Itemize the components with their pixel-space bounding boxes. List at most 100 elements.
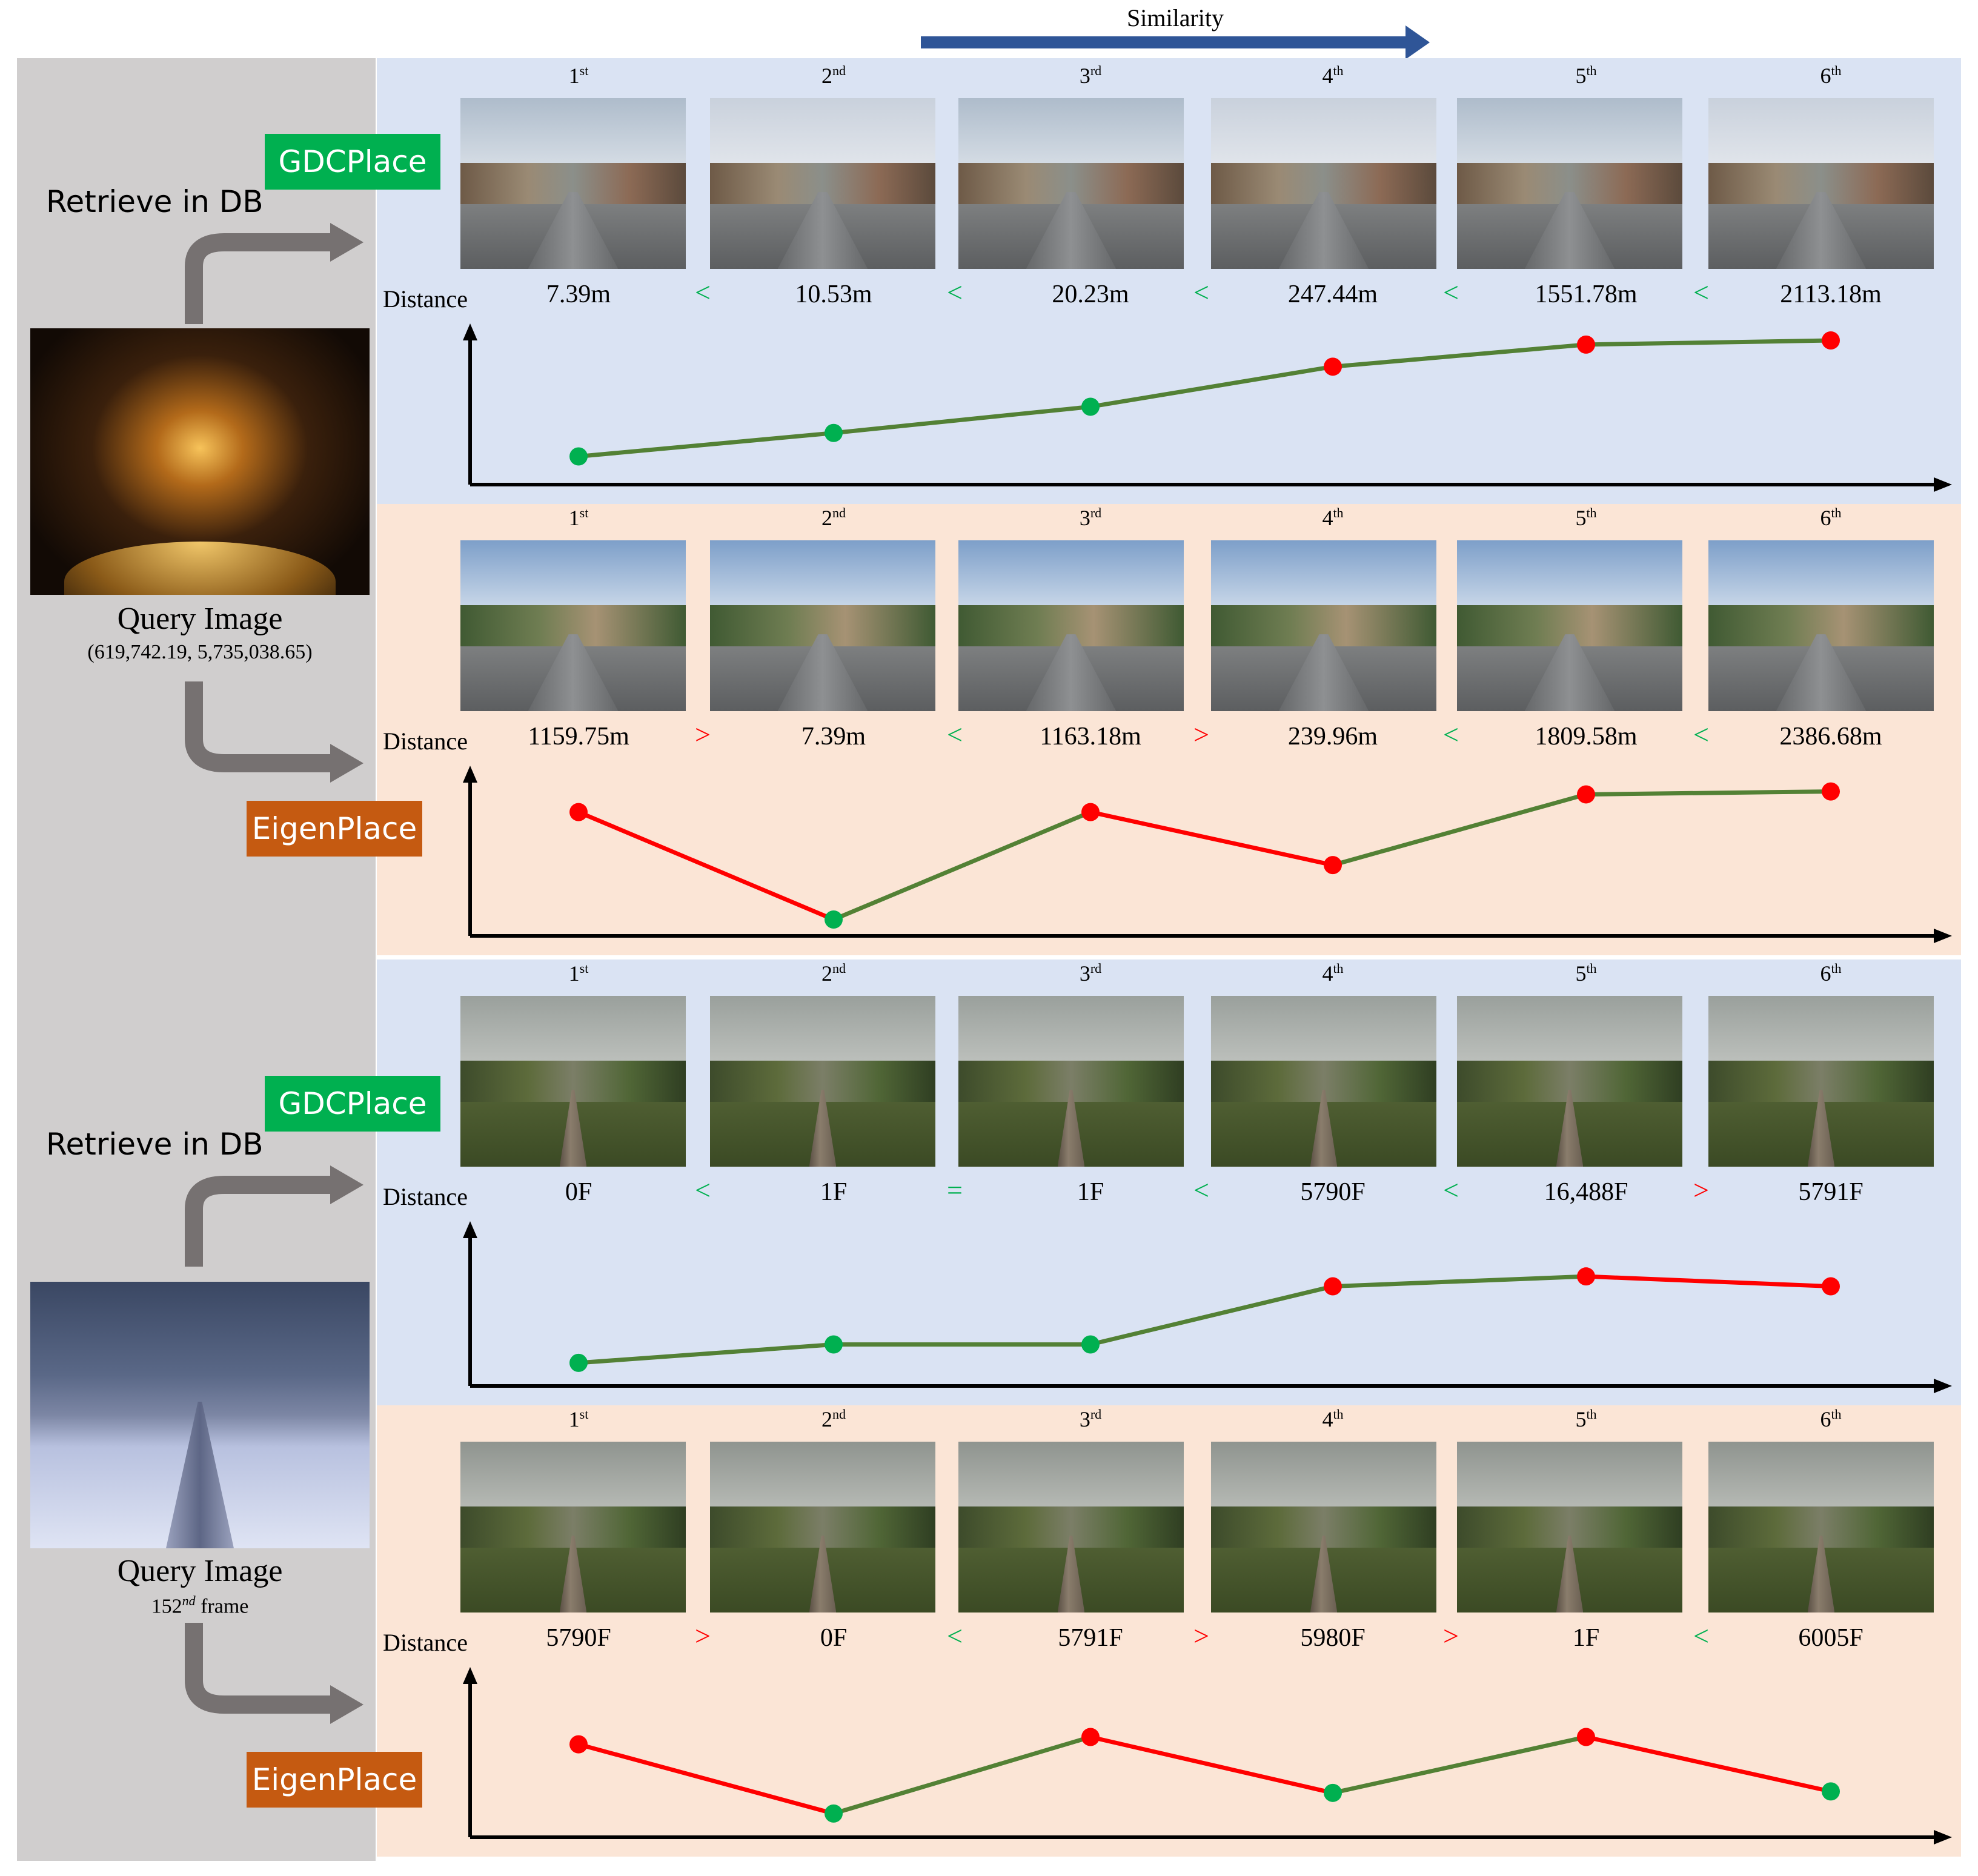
rank-label: 6th bbox=[1820, 1407, 1842, 1431]
retrieved-image bbox=[460, 1442, 686, 1612]
retrieved-image bbox=[1457, 98, 1682, 269]
distance-point bbox=[569, 803, 588, 821]
retrieved-image bbox=[460, 996, 686, 1167]
distance-value: 0F bbox=[820, 1624, 848, 1652]
distance-point bbox=[825, 1804, 843, 1823]
y-axis-arrowhead bbox=[463, 323, 477, 340]
rank-label: 4th bbox=[1322, 1407, 1344, 1431]
comparator-symbol: < bbox=[1693, 277, 1709, 308]
distance-point bbox=[1324, 856, 1342, 875]
distance-value: 239.96m bbox=[1287, 723, 1378, 751]
rank-label: 2nd bbox=[821, 505, 846, 530]
distance-plot bbox=[463, 1221, 1952, 1393]
rank-label: 2nd bbox=[821, 961, 846, 986]
similarity-arrow bbox=[921, 25, 1430, 59]
comparator-symbol: > bbox=[1443, 1620, 1459, 1651]
distance-point bbox=[1577, 335, 1595, 354]
distance-point bbox=[1324, 1783, 1342, 1802]
comparator-symbol: < bbox=[947, 1620, 963, 1651]
retrieve-label: Retrieve in DB bbox=[46, 184, 264, 219]
distance-value: 20.23m bbox=[1052, 280, 1129, 308]
retrieved-image bbox=[710, 1442, 935, 1612]
distance-segment bbox=[832, 810, 1092, 922]
comparator-symbol: > bbox=[695, 719, 711, 750]
retrieved-image bbox=[1708, 98, 1934, 269]
retrieved-image bbox=[460, 98, 686, 269]
distance-value: 5790F bbox=[546, 1624, 611, 1652]
comparator-symbol: < bbox=[1693, 719, 1709, 750]
distance-point bbox=[1577, 1267, 1595, 1286]
rank-label: 5th bbox=[1575, 63, 1597, 88]
comparator-symbol: < bbox=[1443, 1175, 1459, 1205]
distance-value: 5791F bbox=[1058, 1624, 1123, 1652]
distance-segment bbox=[1585, 338, 1831, 347]
distance-segment bbox=[833, 404, 1091, 436]
distance-point bbox=[1081, 397, 1100, 416]
comparator-symbol: < bbox=[695, 277, 711, 308]
query-image-subtitle: 152nd frame bbox=[151, 1593, 249, 1618]
comparator-symbol: < bbox=[1193, 1175, 1209, 1205]
distance-segment bbox=[833, 1735, 1091, 1816]
distance-value: 1809.58m bbox=[1535, 723, 1638, 751]
rank-label: 2nd bbox=[821, 1407, 846, 1431]
retrieved-image bbox=[1211, 98, 1436, 269]
rank-label: 1st bbox=[568, 505, 589, 530]
distance-point bbox=[1822, 1277, 1840, 1296]
distance-point bbox=[1081, 803, 1100, 821]
distance-value: 10.53m bbox=[795, 280, 872, 308]
retrieved-image bbox=[958, 540, 1184, 711]
retrieved-image bbox=[958, 1442, 1184, 1612]
distance-segment bbox=[578, 1342, 834, 1365]
comparator-symbol: < bbox=[947, 719, 963, 750]
distance-segment bbox=[577, 810, 835, 922]
comparator-symbol: < bbox=[1443, 719, 1459, 750]
rank-label: 3rd bbox=[1079, 1407, 1102, 1431]
distance-segment bbox=[578, 431, 834, 459]
retrieved-image bbox=[958, 98, 1184, 269]
comparator-symbol: > bbox=[695, 1620, 711, 1651]
retrieved-image bbox=[710, 540, 935, 711]
comparator-symbol: < bbox=[695, 1175, 711, 1205]
comparator-symbol: > bbox=[1193, 719, 1209, 750]
distance-segment bbox=[1332, 1274, 1587, 1289]
rank-label: 4th bbox=[1322, 961, 1344, 986]
rank-label: 5th bbox=[1575, 1407, 1597, 1431]
distance-segment bbox=[578, 1742, 834, 1816]
rank-label: 1st bbox=[568, 961, 589, 986]
rank-label: 3rd bbox=[1079, 961, 1102, 986]
distance-value: 1159.75m bbox=[528, 723, 629, 751]
distance-label: Distance bbox=[383, 285, 468, 313]
gdcplace-tag: GDCPlace bbox=[265, 134, 440, 190]
query-image-title: Query Image bbox=[117, 1554, 283, 1588]
rank-label: 2nd bbox=[821, 63, 846, 88]
distance-point bbox=[1822, 1782, 1840, 1801]
query-image bbox=[30, 1282, 370, 1548]
comparator-symbol: > bbox=[1193, 1620, 1209, 1651]
distance-value: 1F bbox=[1077, 1178, 1104, 1206]
rank-label: 3rd bbox=[1079, 63, 1102, 88]
distance-segment bbox=[1585, 1735, 1831, 1794]
x-axis-arrowhead bbox=[1934, 1830, 1952, 1845]
retrieved-image bbox=[1708, 996, 1934, 1167]
rank-label: 1st bbox=[568, 63, 589, 88]
distance-segment bbox=[1090, 1284, 1333, 1347]
retrieve-arrow-down bbox=[185, 681, 363, 783]
rank-label: 6th bbox=[1820, 63, 1842, 88]
distance-point bbox=[569, 447, 588, 466]
retrieved-image bbox=[710, 98, 935, 269]
distance-segment bbox=[1090, 810, 1333, 867]
distance-value: 2386.68m bbox=[1779, 723, 1882, 751]
distance-point bbox=[825, 423, 843, 442]
x-axis-arrowhead bbox=[1934, 929, 1952, 943]
distance-point bbox=[1081, 1335, 1100, 1354]
comparator-symbol: > bbox=[1693, 1175, 1709, 1205]
distance-segment bbox=[1585, 1274, 1831, 1289]
rank-label: 5th bbox=[1575, 961, 1597, 986]
distance-plot bbox=[463, 1667, 1952, 1845]
retrieve-arrow-up bbox=[185, 1165, 363, 1267]
rank-label: 6th bbox=[1820, 961, 1842, 986]
distance-point bbox=[1324, 357, 1342, 376]
distance-label: Distance bbox=[383, 1629, 468, 1656]
distance-value: 5791F bbox=[1798, 1178, 1864, 1206]
distance-value: 0F bbox=[565, 1178, 592, 1206]
